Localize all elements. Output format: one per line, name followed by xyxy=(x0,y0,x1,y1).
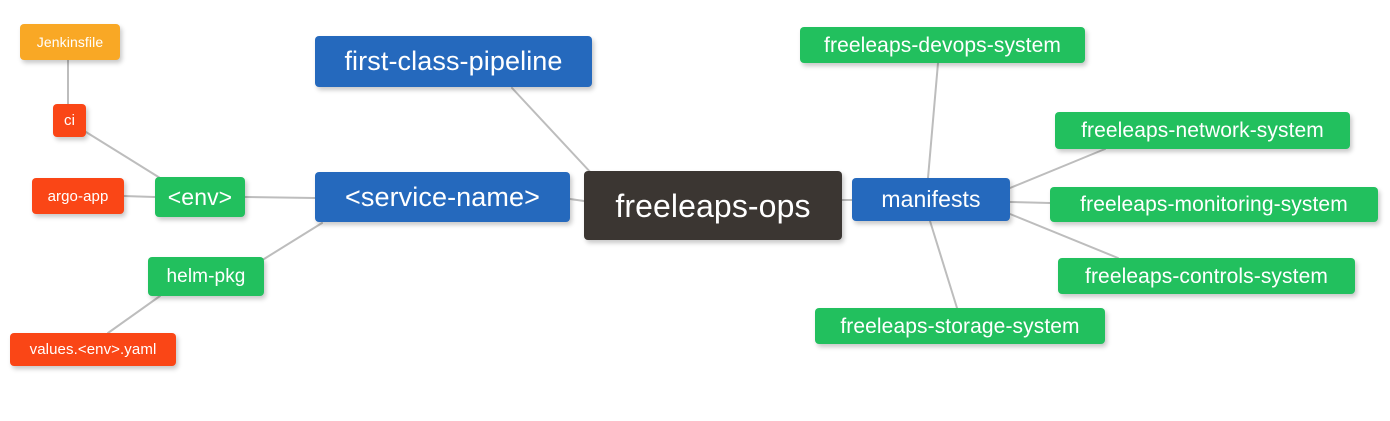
node-label: freeleaps-storage-system xyxy=(840,314,1080,338)
node-freeleaps-network-system[interactable]: freeleaps-network-system xyxy=(1055,112,1350,149)
edge-env-to-argoapp xyxy=(123,195,156,198)
node-label: freeleaps-devops-system xyxy=(824,33,1061,57)
node-helm-pkg[interactable]: helm-pkg xyxy=(148,257,264,296)
node-freeleaps-storage-system[interactable]: freeleaps-storage-system xyxy=(815,308,1105,344)
edge-root-to-pipeline xyxy=(511,87,594,176)
node-label: manifests xyxy=(881,186,981,212)
node-jenkinsfile[interactable]: Jenkinsfile xyxy=(20,24,120,60)
node-freeleaps-monitoring-system[interactable]: freeleaps-monitoring-system xyxy=(1050,187,1378,222)
edge-manifests-to-storage xyxy=(929,220,958,309)
node-label: ci xyxy=(63,112,76,129)
node-label: first-class-pipeline xyxy=(344,46,563,76)
node-manifests[interactable]: manifests xyxy=(852,178,1010,221)
edge-service-to-env xyxy=(244,196,316,199)
node-service-name[interactable]: <service-name> xyxy=(315,172,570,222)
node-label: helm-pkg xyxy=(166,266,246,287)
node-label: argo-app xyxy=(47,187,109,205)
node-values-env-yaml[interactable]: values.<env>.yaml xyxy=(10,333,176,366)
node-ci[interactable]: ci xyxy=(53,104,86,137)
node-argo-app[interactable]: argo-app xyxy=(32,178,124,214)
edge-manifests-to-devops xyxy=(927,62,939,179)
edge-helmpkg-to-valuesyaml xyxy=(107,295,161,334)
node-env[interactable]: <env> xyxy=(155,177,245,217)
node-freeleaps-ops[interactable]: freeleaps-ops xyxy=(584,171,842,240)
node-label: freeleaps-controls-system xyxy=(1085,264,1328,288)
node-freeleaps-controls-system[interactable]: freeleaps-controls-system xyxy=(1058,258,1355,294)
node-label: <env> xyxy=(167,183,233,210)
edge-env-to-ci xyxy=(85,131,161,179)
node-label: freeleaps-ops xyxy=(615,187,811,224)
edge-service-to-helmpkg xyxy=(263,222,323,260)
node-label: <service-name> xyxy=(345,181,540,212)
node-freeleaps-devops-system[interactable]: freeleaps-devops-system xyxy=(800,27,1085,63)
node-first-class-pipeline[interactable]: first-class-pipeline xyxy=(315,36,592,87)
edge-manifests-to-monitoring xyxy=(1009,201,1051,204)
node-label: freeleaps-network-system xyxy=(1081,119,1324,142)
edge-root-to-service xyxy=(569,198,585,202)
node-label: values.<env>.yaml xyxy=(29,341,157,358)
node-label: freeleaps-monitoring-system xyxy=(1080,193,1348,216)
edge-manifests-to-network xyxy=(1009,148,1106,189)
node-label: Jenkinsfile xyxy=(36,34,104,50)
